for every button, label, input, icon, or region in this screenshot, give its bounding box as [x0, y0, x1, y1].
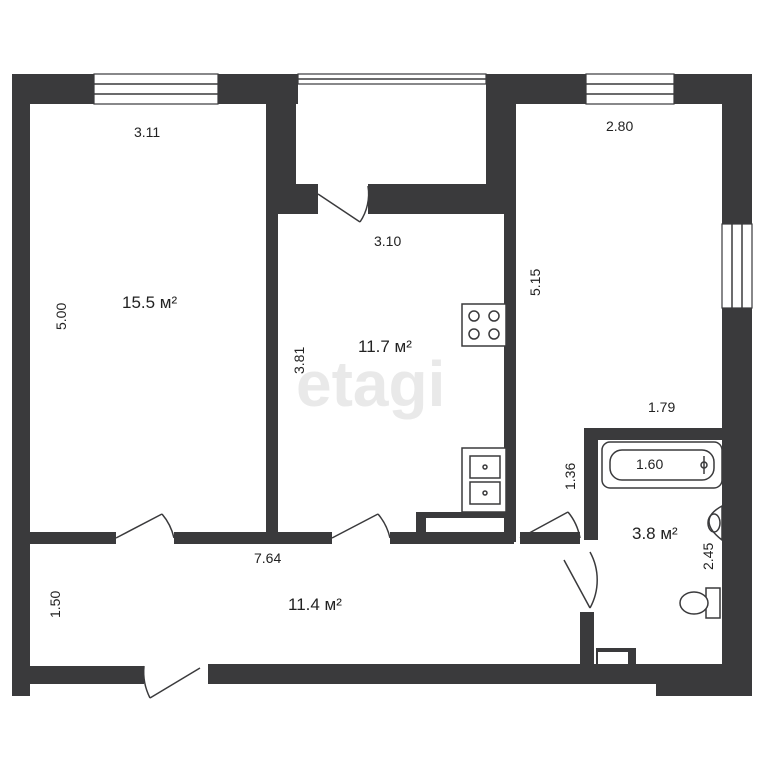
bedroom-depth-label: 5.00 [53, 303, 69, 330]
living-depth-label: 5.15 [527, 269, 543, 296]
bathtub-icon [601, 441, 723, 489]
toilet-icon [679, 587, 721, 619]
door-swing-icon [142, 665, 201, 699]
outer-wall-bottom-corner [656, 664, 752, 696]
hallway-length-label: 7.64 [254, 550, 281, 566]
living-width-label: 2.80 [606, 118, 633, 134]
bedroom-area-label: 15.5 м² [122, 293, 177, 312]
bathtub-length-label: 1.60 [636, 456, 663, 472]
wall-hall-top-4 [520, 532, 580, 544]
kitchen-width-label: 3.10 [374, 233, 401, 249]
sink-icon [461, 447, 507, 513]
hallway-area-label: 11.4 м² [288, 595, 342, 614]
wall-hall-top-3 [390, 532, 514, 544]
stove-icon [461, 303, 507, 347]
wall-bath-left-lower [580, 612, 594, 668]
bath-duct-inner [598, 652, 628, 664]
bathroom-depth-label: 1.36 [562, 463, 578, 490]
door-swing-icon [331, 513, 391, 539]
kitchen-area-label: 11.7 м² [358, 337, 412, 356]
window-icon [721, 223, 753, 309]
window-icon [93, 73, 219, 105]
door-swing-icon [563, 551, 598, 609]
bathroom-side-label: 2.45 [700, 543, 716, 570]
door-swing-icon [317, 185, 370, 223]
outer-wall-right-lower [722, 308, 752, 696]
outer-wall-right-upper [722, 74, 752, 224]
kitchen-depth-label: 3.81 [291, 347, 307, 374]
bathroom-area-label: 3.8 м² [632, 524, 678, 543]
balcony-wall-bottom-right [368, 184, 514, 214]
door-swing-icon [519, 511, 581, 539]
wall-bedroom-kitchen [266, 104, 278, 542]
living-lower-width-label: 1.79 [648, 399, 675, 415]
outer-wall-left [12, 74, 30, 696]
wall-hall-top-1 [12, 532, 116, 544]
wall-hall-top-2 [174, 532, 332, 544]
window-icon [297, 73, 487, 85]
washbasin-icon [707, 504, 723, 542]
outer-wall-top-left [12, 74, 94, 104]
kitchen-ledge-inner [426, 518, 504, 532]
watermark: etagi [296, 348, 445, 420]
bedroom-width-label: 3.11 [134, 124, 160, 140]
outer-wall-bottom-left [12, 666, 144, 684]
wall-kitchen-living [504, 104, 516, 542]
wall-bath-left-upper [584, 428, 598, 540]
wall-bath-top [584, 428, 734, 440]
window-icon [585, 73, 675, 105]
outer-wall-bottom-right [208, 664, 658, 684]
door-swing-icon [115, 513, 175, 539]
hallway-depth-label: 1.50 [47, 591, 63, 618]
